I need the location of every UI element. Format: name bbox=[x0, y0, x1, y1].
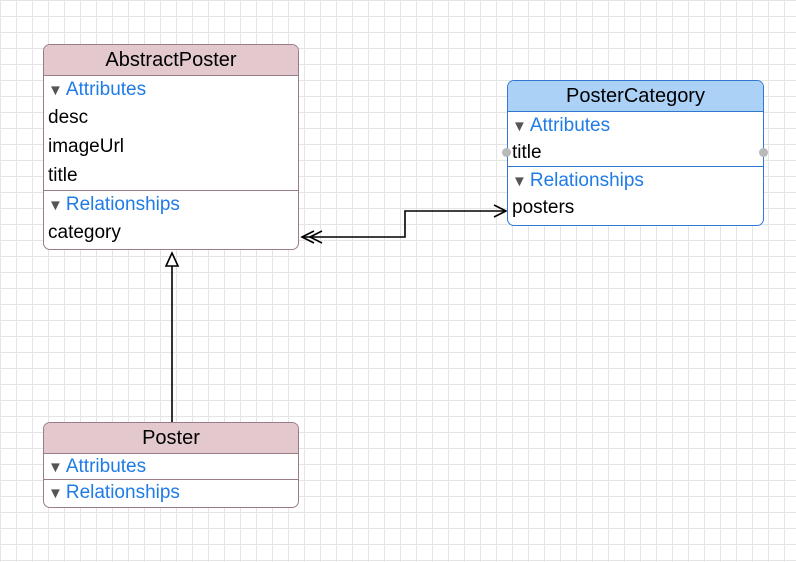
entity-title: AbstractPoster bbox=[44, 45, 298, 76]
entity-title: PosterCategory bbox=[508, 81, 763, 112]
to-many-arrowhead-left bbox=[300, 230, 315, 244]
entity-poster-category[interactable]: PosterCategory ▼Attributes title ▼Relati… bbox=[507, 80, 764, 226]
section-divider bbox=[44, 479, 298, 480]
attribute-desc[interactable]: desc bbox=[48, 107, 89, 128]
relationship-posters[interactable]: posters bbox=[512, 197, 575, 218]
attributes-label: Attributes bbox=[529, 115, 611, 136]
relationship-category[interactable]: category bbox=[48, 222, 121, 243]
relationships-label: Relationships bbox=[529, 170, 644, 191]
attribute-imageurl[interactable]: imageUrl bbox=[48, 136, 125, 157]
attributes-label: Attributes bbox=[65, 79, 147, 100]
attributes-section-header[interactable]: ▼Attributes bbox=[44, 76, 298, 103]
entity-title: Poster bbox=[44, 423, 298, 454]
attributes-section-header[interactable]: ▼Attributes bbox=[508, 112, 763, 139]
relationships-label: Relationships bbox=[65, 194, 180, 215]
inheritance-arrowhead bbox=[164, 251, 180, 267]
relationships-section-header[interactable]: ▼Relationships bbox=[508, 167, 763, 194]
entity-abstract-poster[interactable]: AbstractPoster ▼Attributes desc imageUrl… bbox=[43, 44, 299, 250]
attribute-title[interactable]: title bbox=[48, 165, 78, 186]
relationship-connector[interactable] bbox=[300, 204, 508, 244]
disclosure-triangle-icon[interactable]: ▼ bbox=[48, 459, 63, 476]
section-divider bbox=[44, 190, 298, 191]
resize-handle-right[interactable] bbox=[759, 148, 768, 157]
disclosure-triangle-icon[interactable]: ▼ bbox=[512, 118, 527, 135]
attribute-title[interactable]: title bbox=[512, 142, 542, 163]
inheritance-connector[interactable] bbox=[164, 251, 180, 422]
section-divider bbox=[508, 166, 763, 167]
to-many-arrowhead-left-2 bbox=[308, 230, 323, 244]
relationships-label: Relationships bbox=[65, 482, 180, 503]
disclosure-triangle-icon[interactable]: ▼ bbox=[48, 82, 63, 99]
disclosure-triangle-icon[interactable]: ▼ bbox=[512, 173, 527, 190]
to-many-arrowhead-right bbox=[493, 204, 508, 218]
relationships-section-header[interactable]: ▼Relationships bbox=[44, 191, 298, 218]
disclosure-triangle-icon[interactable]: ▼ bbox=[48, 485, 63, 502]
disclosure-triangle-icon[interactable]: ▼ bbox=[48, 197, 63, 214]
attributes-label: Attributes bbox=[65, 456, 147, 477]
entity-poster[interactable]: Poster ▼Attributes ▼Relationships bbox=[43, 422, 299, 508]
resize-handle-left[interactable] bbox=[502, 148, 511, 157]
relationships-section-header[interactable]: ▼Relationships bbox=[44, 480, 298, 505]
attributes-section-header[interactable]: ▼Attributes bbox=[44, 454, 298, 479]
